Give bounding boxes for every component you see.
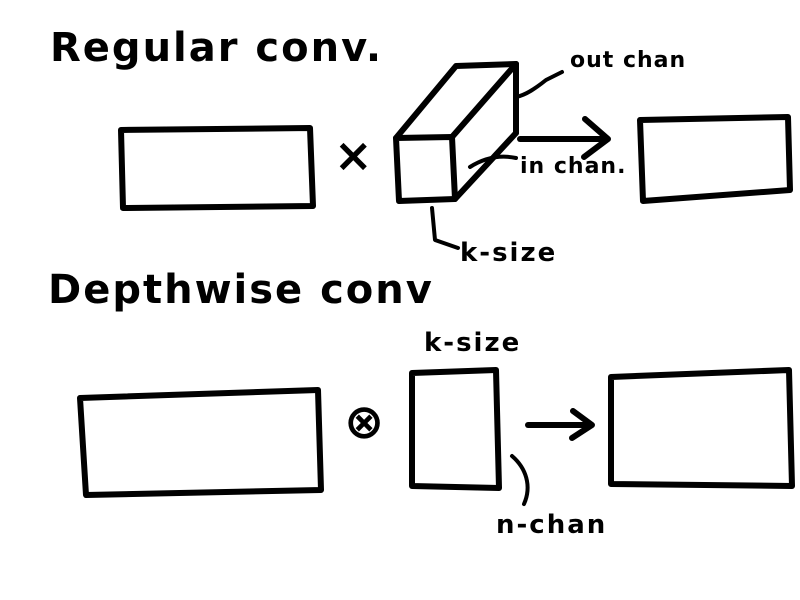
n-chan-callout: [510, 454, 530, 506]
depthwise-arrow: [525, 408, 595, 441]
depthwise-output-block: [608, 367, 795, 489]
depthwise-input-block: [77, 387, 324, 498]
depthwise-kernel-block: [409, 367, 502, 491]
regular-conv-title: Regular conv.: [50, 25, 384, 71]
regular-output-block: [637, 114, 793, 204]
regular-k-size-label: k-size: [460, 238, 558, 268]
regular-kernel-cuboid: [393, 61, 519, 204]
regular-input-block: [118, 125, 316, 211]
regular-arrow: [517, 116, 611, 160]
depthwise-conv-title: Depthwise conv: [48, 267, 434, 313]
n-chan-label: n-chan: [496, 510, 608, 540]
regular-operator: ×: [334, 128, 375, 182]
k-size-callout-top: [430, 206, 460, 250]
in-chan-callout: [468, 154, 518, 169]
out-chan-label: out chan: [570, 48, 687, 73]
depthwise-operator: ⊗: [344, 394, 387, 450]
out-chan-callout: [514, 70, 564, 99]
depthwise-k-size-label: k-size: [424, 328, 522, 358]
in-chan-label: in chan.: [520, 154, 627, 179]
